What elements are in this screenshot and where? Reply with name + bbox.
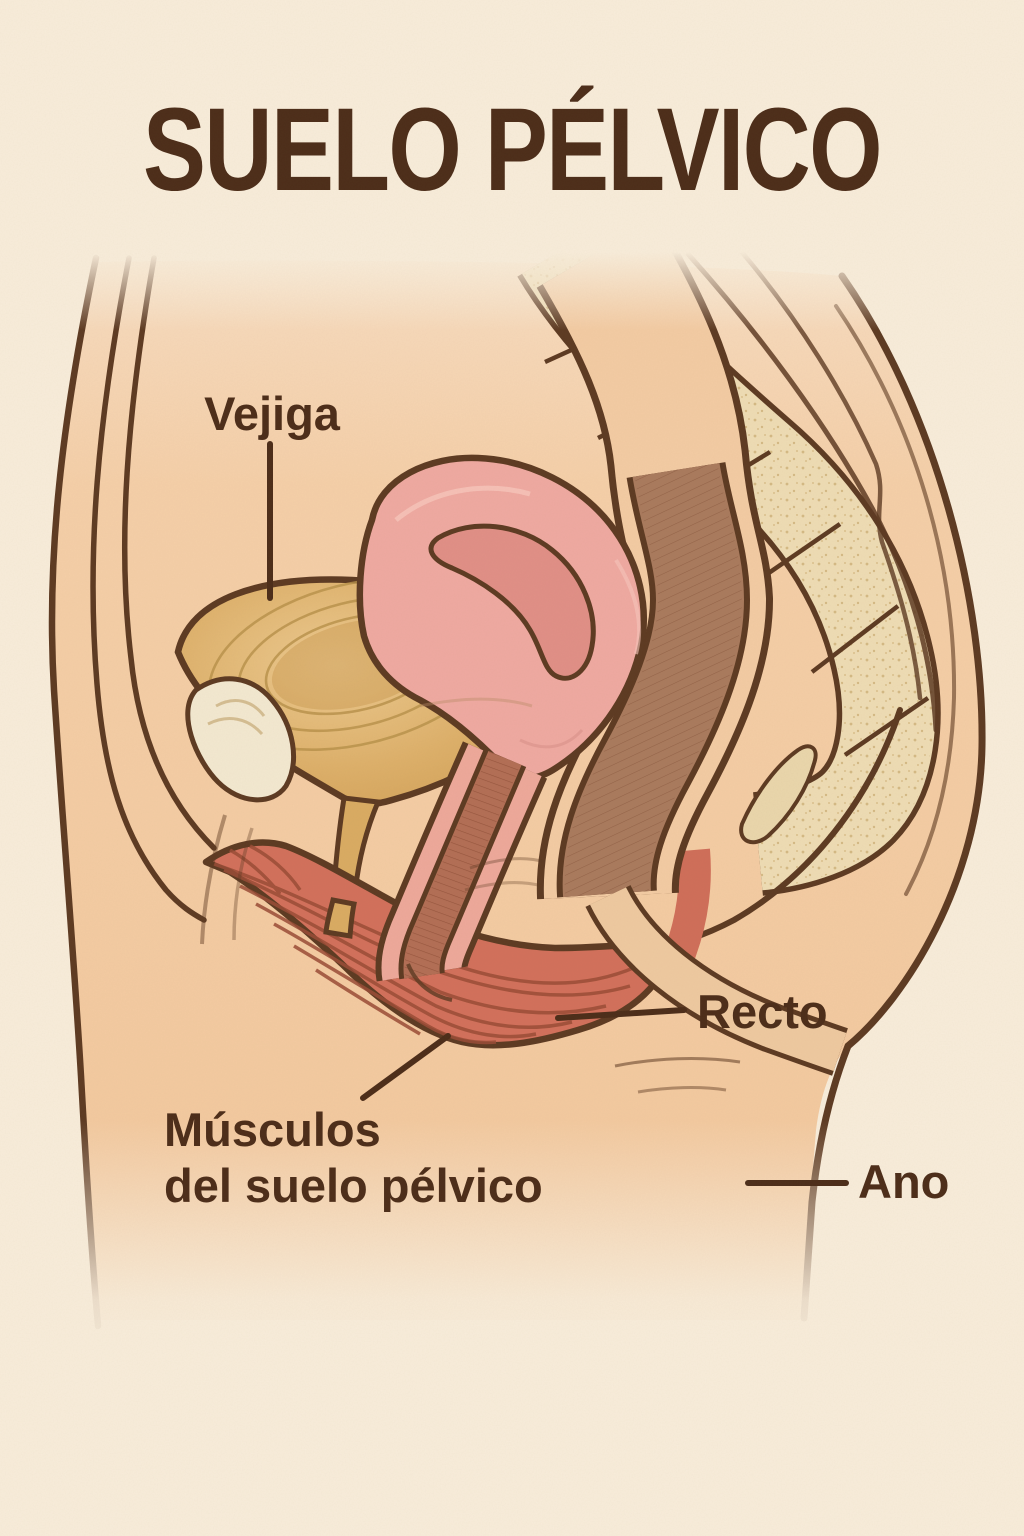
poster: Vejiga Recto Músculos del suelo pélvico … (0, 0, 1024, 1536)
paper-grain-overlay (0, 0, 1024, 1536)
pelvic-floor-diagram: Vejiga Recto Músculos del suelo pélvico … (0, 0, 1024, 1536)
